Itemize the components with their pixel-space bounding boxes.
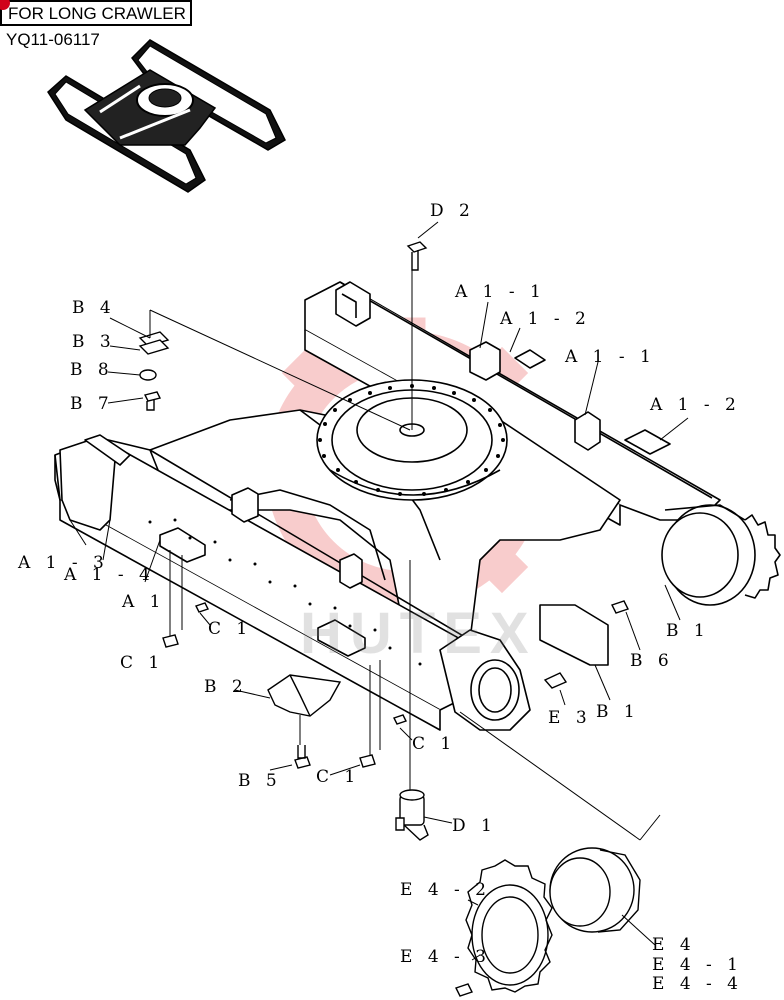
label-d1: D 1 [452, 816, 497, 836]
label-e3: E 3 [548, 708, 592, 728]
header-title: FOR LONG CRAWLER [8, 4, 186, 23]
label-b7: B 7 [70, 394, 114, 414]
label-a1-1-top: A 1 - 1 [455, 282, 546, 302]
watermark-text: HUTEX [300, 601, 537, 666]
label-a1-2-right: A 1 - 2 [650, 395, 741, 415]
label-e4-3: E 4 - 3 [400, 947, 491, 967]
label-e4-4: E 4 - 4 [652, 974, 743, 994]
part-code: YQ11-06117 [6, 30, 100, 49]
label-a1-2-top: A 1 - 2 [500, 309, 591, 329]
label-b2: B 2 [204, 677, 248, 697]
red-marker-icon [0, 0, 10, 10]
label-e4: E 4 [652, 935, 696, 955]
long-crawler-thumbnail [47, 39, 286, 193]
label-a1-1-mid: A 1 - 1 [565, 347, 656, 367]
label-b1-right: B 1 [666, 621, 710, 641]
label-a1-3: A 1 - 3 [18, 553, 109, 573]
label-c1-b: C 1 [120, 653, 165, 673]
label-e4-1: E 4 - 1 [652, 955, 743, 975]
label-b4: B 4 [72, 298, 116, 318]
bolt-hole-dots [148, 384, 505, 666]
label-a1-4: A 1 - 4 [64, 565, 155, 585]
header-box: FOR LONG CRAWLER [0, 0, 192, 26]
track-frame [54, 281, 781, 731]
label-a1: A 1 [122, 592, 166, 612]
label-d2: D 2 [430, 201, 475, 221]
label-b1-low: B 1 [596, 702, 640, 722]
label-b3: B 3 [72, 332, 116, 352]
label-c1-d: C 1 [316, 767, 361, 787]
label-b6: B 6 [630, 651, 674, 671]
label-b5: B 5 [238, 771, 282, 791]
leader-lines [69, 221, 689, 961]
separate-parts [138, 241, 641, 997]
label-b8: B 8 [70, 360, 114, 380]
label-e4-2: E 4 - 2 [400, 880, 491, 900]
label-c1-c: C 1 [412, 734, 457, 754]
label-c1-a: C 1 [208, 619, 253, 639]
